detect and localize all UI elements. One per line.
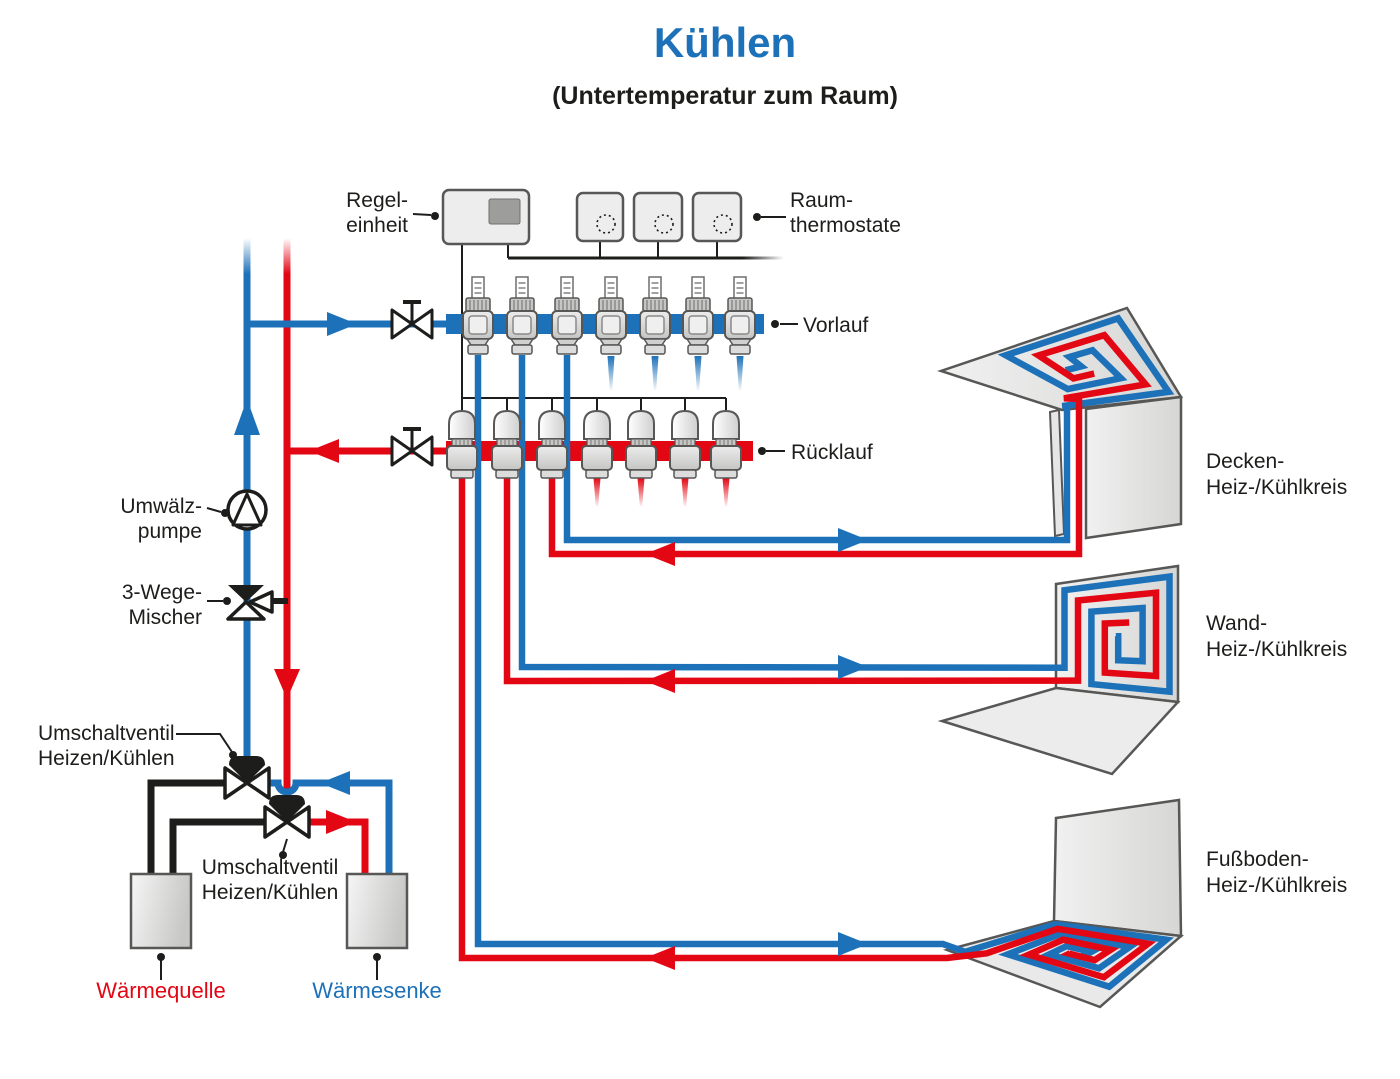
pump-and-mixer xyxy=(226,489,274,621)
label-decken-line2: Heiz-/Kühlkreis xyxy=(1206,476,1347,499)
page-subtitle: (Untertemperatur zum Raum) xyxy=(552,82,898,110)
pointer-lines xyxy=(157,212,798,980)
label-raumthermostate-line2: thermostate xyxy=(790,214,901,237)
generated-geometry xyxy=(129,188,1184,1009)
label-waermesenke: Wärmesenke xyxy=(312,978,442,1003)
label-umwaelzpumpe-line2: pumpe xyxy=(138,520,202,543)
label-regeleinheit-line1: Regel- xyxy=(346,189,408,212)
label-wand-line1: Wand- xyxy=(1206,612,1267,635)
label-3-wege-mischer-line1: 3-Wege- xyxy=(122,581,202,604)
label-ruecklauf: Rücklauf xyxy=(791,441,873,464)
circuit-pipes xyxy=(458,314,1175,991)
branch-symbols xyxy=(234,300,434,699)
label-waermequelle: Wärmequelle xyxy=(96,978,226,1003)
label-umschaltventil1-line2: Heizen/Kühlen xyxy=(38,747,175,770)
label-3-wege-mischer-line2: Mischer xyxy=(128,606,202,629)
vorlauf-manifold xyxy=(462,276,756,390)
source-sink xyxy=(129,756,409,950)
label-wand-line2: Heiz-/Kühlkreis xyxy=(1206,638,1347,661)
label-fussboden-line1: Fußboden- xyxy=(1206,848,1309,871)
control-devices xyxy=(441,188,743,246)
label-raumthermostate-line1: Raum- xyxy=(790,189,853,212)
label-umschaltventil2-line2: Heizen/Kühlen xyxy=(202,881,339,904)
label-umwaelzpumpe-line1: Umwälz- xyxy=(120,495,202,518)
label-umschaltventil1-line1: Umschaltventil xyxy=(38,722,175,745)
label-fussboden-line2: Heiz-/Kühlkreis xyxy=(1206,874,1347,897)
circuit-surfaces xyxy=(937,306,1184,1009)
label-decken-line1: Decken- xyxy=(1206,450,1284,473)
label-vorlauf: Vorlauf xyxy=(803,314,869,337)
label-umschaltventil2-line1: Umschaltventil xyxy=(202,856,339,879)
page-title: Kühlen xyxy=(654,19,796,66)
label-regeleinheit-line2: einheit xyxy=(346,214,408,237)
ruecklauf-manifold xyxy=(446,409,742,506)
